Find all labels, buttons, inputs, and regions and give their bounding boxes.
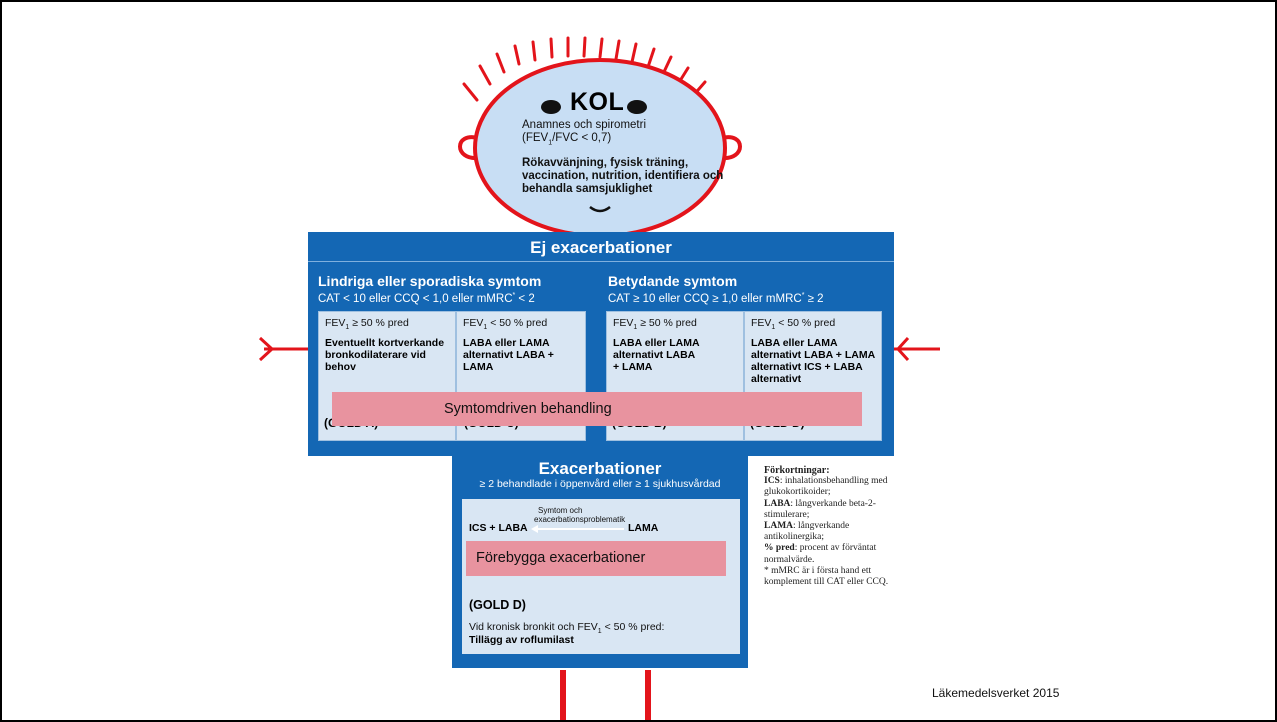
cell-fev-label: FEV1 < 50 % pred	[463, 317, 548, 332]
hair-strokes	[462, 36, 707, 102]
cell-gold-a: FEV1 ≥ 50 % pred Eventuellt kortverkande…	[318, 311, 456, 441]
left-eye	[541, 100, 561, 114]
right-ear	[721, 135, 742, 161]
roflumilast-condition: Vid kronisk bronkit och FEV1 < 50 % pred…	[469, 621, 665, 636]
cell-fev-label: FEV1 ≥ 50 % pred	[325, 317, 409, 332]
right-column-criteria: CAT ≥ 10 eller CCQ ≥ 1,0 eller mMRC* ≥ 2	[608, 292, 824, 305]
arrow-label: Symtom och exacerbationsproblematik	[534, 506, 625, 524]
legend-item: % pred: procent av förväntat normalvärde…	[764, 543, 877, 565]
ics-laba-label: ICS + LABA	[469, 522, 528, 534]
legend-item: LAMA: långverkande antikolinergika;	[764, 521, 850, 543]
panel-title-exacerbation: Exacerbationer	[538, 459, 662, 478]
lama-label: LAMA	[628, 522, 659, 534]
face-line-1: Anamnes och spirometri	[522, 119, 646, 131]
cell-treatment: Eventuellt kortverkande bronkodilaterare…	[325, 337, 445, 374]
legend-item: ICS: inhalationsbehandling med glukokort…	[764, 476, 888, 498]
arrow-label-line-2: exacerbationsproblematik	[534, 515, 626, 524]
panel-title-non-exacerbation: Ej exacerbationer	[530, 238, 672, 257]
mouth	[589, 205, 611, 213]
face-title: KOL	[570, 88, 625, 116]
legend-item: LABA: långverkande beta-2-stimulerare;	[764, 498, 876, 520]
legend-title: Förkortningar:	[764, 465, 830, 476]
panel-divider	[308, 261, 894, 262]
roflumilast-treatment: Tillägg av roflumilast	[469, 634, 574, 646]
cell-treatment: LABA eller LAMA alternativt LABA + LAMA …	[751, 337, 875, 386]
left-column-criteria: CAT < 10 eller CCQ < 1,0 eller mMRC* < 2	[318, 292, 535, 305]
left-ear	[458, 135, 479, 161]
abbreviation-legend: Förkortningar: ICS: inhalationsbehandlin…	[764, 465, 904, 588]
legend-footnote: * mMRC är i första hand ett komplement t…	[764, 565, 889, 588]
cell-treatment: LABA eller LAMA alternativt LABA + LAMA	[613, 337, 700, 374]
right-column-heading: Betydande symtom	[608, 273, 738, 289]
gold-label-exacerbation: (GOLD D)	[469, 598, 526, 612]
cell-fev-label: FEV1 < 50 % pred	[751, 317, 836, 332]
right-hand	[895, 336, 910, 362]
face-advice: Rökavvänjning, fysisk träning, vaccinati…	[522, 157, 724, 195]
left-column-heading: Lindriga eller sporadiska symtom	[318, 273, 542, 289]
exacerbation-box	[462, 499, 740, 654]
overlay-prevent-exacerbations: Förebygga exacerbationer	[466, 541, 726, 576]
overlay-symptom-driven: Symtomdriven behandling	[332, 392, 862, 426]
left-hand	[258, 336, 275, 362]
face-line-2: (FEV1/FVC < 0,7)	[522, 132, 612, 147]
exacerbation-criteria: ≥ 2 behandlade i öppenvård eller ≥ 1 sju…	[479, 478, 721, 490]
arrow-label-line-1: Symtom och	[538, 506, 583, 515]
cell-treatment: LABA eller LAMA alternativt LABA + LAMA	[463, 337, 554, 374]
cell-fev-label: FEV1 ≥ 50 % pred	[613, 317, 697, 332]
arrow-icon	[531, 525, 624, 533]
source-credit: Läkemedelsverket 2015	[932, 686, 1060, 700]
right-eye	[627, 100, 647, 114]
